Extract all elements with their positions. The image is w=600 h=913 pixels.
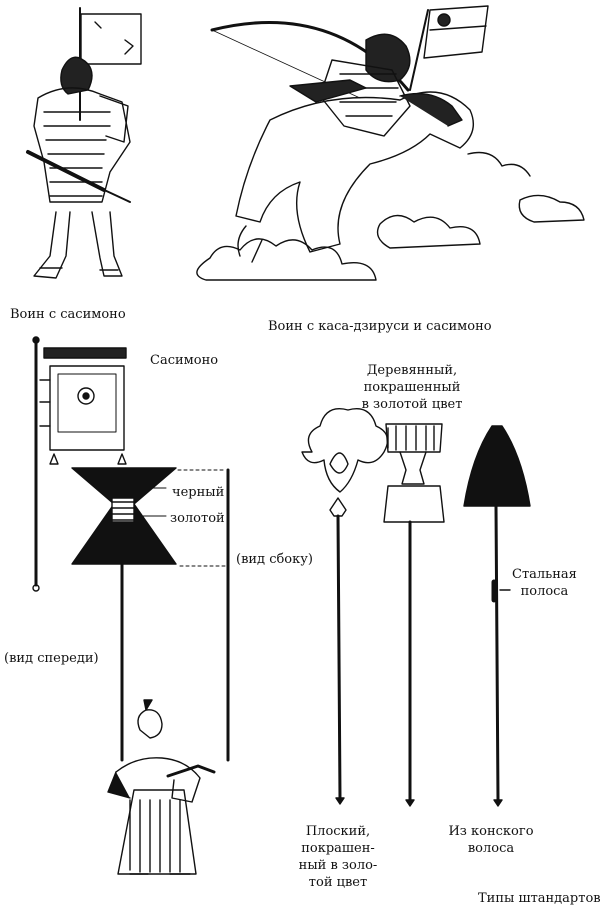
caption-sashimono: Сасимоно: [150, 353, 219, 368]
caption-steel-line1: Стальная: [512, 567, 577, 582]
caption-gold: золотой: [170, 511, 225, 526]
caption-side-view: (вид сбоку): [236, 552, 313, 567]
caption-flat: Плоский, покрашен- ный в золо- той цвет: [290, 823, 386, 891]
wooden-gold-standard-figure: [383, 423, 445, 807]
warrior-with-sashimono-figure: [26, 7, 142, 279]
caption-flat-line4: той цвет: [308, 875, 368, 890]
caption-wooden-line2: покрашенный: [363, 380, 461, 395]
horsehair-standard-figure: [463, 425, 531, 807]
caption-horsehair: Из конского волоса: [436, 823, 546, 857]
caption-horsehair-line2: волоса: [467, 841, 515, 856]
caption-steel: Стальная полоса: [512, 566, 577, 600]
caption-flat-line2: покрашен-: [301, 841, 375, 856]
caption-wooden-line3: в золотой цвет: [361, 397, 463, 412]
standing-samurai-figure: [107, 699, 216, 875]
caption-standard-types: Типы штандартов: [478, 891, 600, 906]
caption-black: черный: [172, 485, 225, 500]
sashimono-flag-figure: [32, 336, 127, 592]
caption-wooden-line1: Деревянный,: [366, 363, 458, 378]
mounted-warrior-figure: [196, 5, 585, 281]
caption-steel-line2: полоса: [520, 584, 569, 599]
caption-warrior-sashimono: Воин с сасимоно: [10, 307, 126, 322]
caption-wooden: Деревянный, покрашенный в золотой цвет: [352, 362, 472, 413]
hourglass-standard-figure: [71, 467, 230, 762]
caption-flat-line1: Плоский,: [305, 824, 371, 839]
flat-gold-standard-figure: [301, 408, 389, 805]
caption-front-view: (вид спереди): [4, 651, 99, 666]
caption-horsehair-line1: Из конского: [448, 824, 534, 839]
caption-flat-line3: ный в золо-: [298, 858, 378, 873]
caption-warrior-kasa: Воин с каса-дзируси и сасимоно: [268, 319, 492, 334]
